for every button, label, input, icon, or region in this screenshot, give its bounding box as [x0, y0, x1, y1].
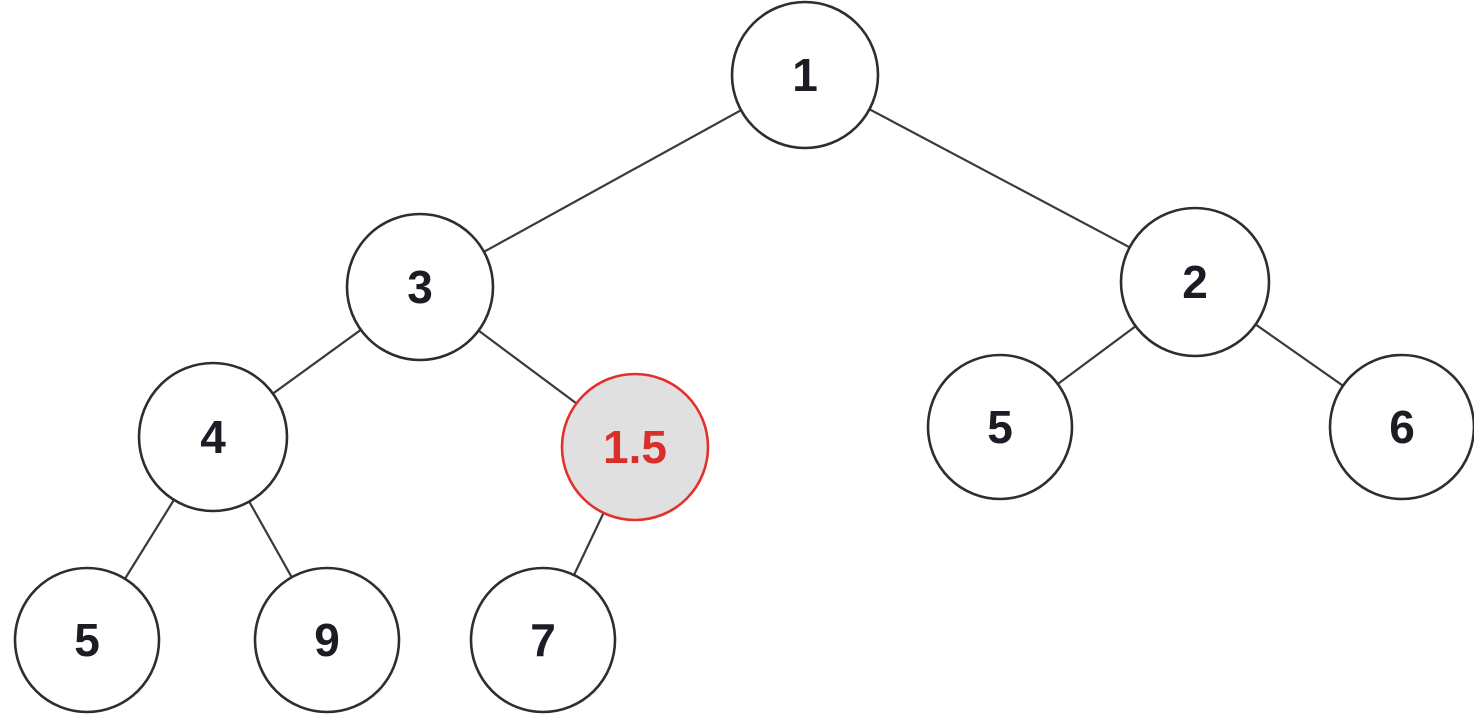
tree-edge-n1-n2	[868, 107, 1132, 249]
tree-nodes-layer: 1 3 2 4 1.5 5 6 5 9 7	[13, 0, 1474, 714]
tree-node-circle	[730, 0, 880, 150]
tree-node-circle	[926, 353, 1074, 501]
tree-node-1: 1	[730, 0, 880, 150]
tree-edge-n2-n6	[1254, 322, 1345, 388]
tree-node-7: 7	[469, 566, 617, 714]
tree-node-circle	[13, 566, 161, 714]
tree-node-5: 5	[13, 566, 161, 714]
tree-node-label: 7	[530, 614, 556, 666]
tree-node-9: 9	[253, 566, 401, 714]
tree-node-label: 1	[792, 49, 818, 101]
tree-node-circle	[469, 566, 617, 714]
tree-node-label: 4	[200, 411, 226, 463]
tree-node-label: 6	[1389, 401, 1415, 453]
tree-node-circle	[345, 212, 495, 362]
tree-edges-layer	[123, 107, 1345, 581]
tree-node-circle	[137, 361, 289, 513]
tree-node-circle	[560, 372, 710, 522]
tree-node-2: 2	[1119, 206, 1271, 358]
tree-edge-n15-n7	[572, 511, 605, 577]
tree-node-label: 5	[987, 401, 1013, 453]
tree-node-1.5: 1.5	[560, 372, 710, 522]
tree-edge-n2-n5r	[1056, 324, 1138, 386]
tree-node-4: 4	[137, 361, 289, 513]
tree-node-circle	[1119, 206, 1271, 358]
tree-edge-n4-n9	[247, 500, 294, 579]
tree-node-label: 2	[1182, 256, 1208, 308]
tree-node-3: 3	[345, 212, 495, 362]
tree-node-6: 6	[1328, 353, 1474, 501]
tree-node-label: 3	[407, 261, 433, 313]
tree-edge-n1-n3	[482, 108, 743, 254]
tree-edge-n3-n4	[271, 328, 363, 396]
tree-edge-n3-n15	[477, 329, 578, 405]
tree-node-5: 5	[926, 353, 1074, 501]
tree-edge-n4-n5l	[123, 498, 176, 581]
tree-node-circle	[1328, 353, 1474, 501]
tree-node-label: 1.5	[603, 421, 667, 473]
tree-node-circle	[253, 566, 401, 714]
tree-node-label: 5	[74, 614, 100, 666]
tree-node-label: 9	[314, 614, 340, 666]
